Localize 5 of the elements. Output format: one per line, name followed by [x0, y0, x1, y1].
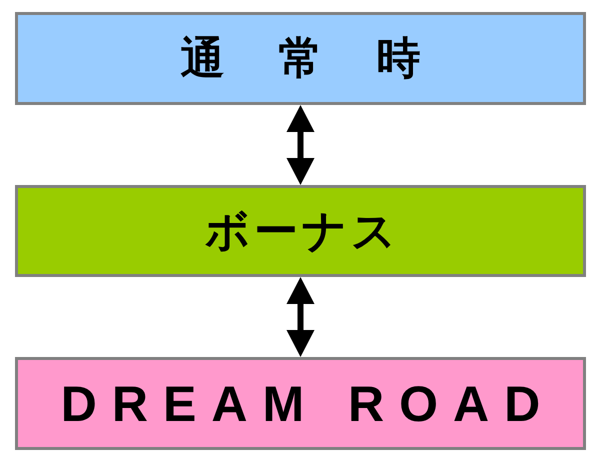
- state-box: DREAM ROAD: [15, 357, 586, 450]
- state-box: ボーナス: [15, 185, 586, 277]
- double-arrow: [286, 277, 314, 357]
- state-box: 通常時: [15, 12, 586, 105]
- double-arrow: [286, 105, 314, 185]
